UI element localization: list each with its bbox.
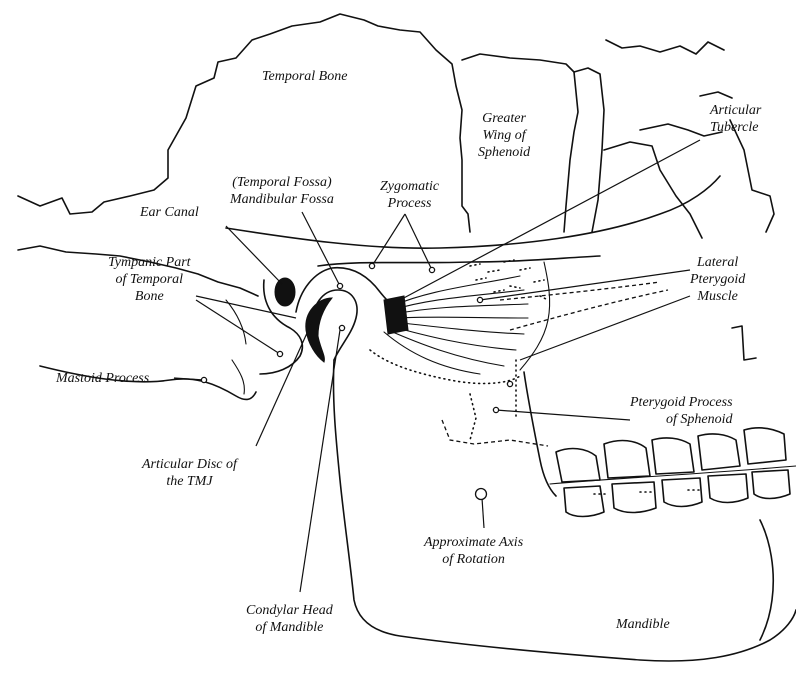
marker-zygomatic-b bbox=[429, 267, 434, 272]
label-temporal-bone: Temporal Bone bbox=[262, 68, 347, 85]
label-greater-wing: Greater Wing of Sphenoid bbox=[478, 110, 530, 161]
marker-tympanic bbox=[277, 351, 282, 356]
sphenoid-speckle bbox=[470, 260, 548, 300]
axis-of-rotation-marker bbox=[476, 489, 487, 500]
label-ear-canal: Ear Canal bbox=[140, 204, 199, 221]
label-pterygoid-process: Pterygoid Process of Sphenoid bbox=[630, 394, 733, 428]
label-mandibular-fossa: (Temporal Fossa) Mandibular Fossa bbox=[230, 174, 334, 208]
lateral-pterygoid-fibres bbox=[384, 276, 528, 374]
label-articular-disc: Articular Disc of the TMJ bbox=[142, 456, 237, 490]
articular-disc-shape bbox=[306, 298, 332, 362]
greater-wing-inner bbox=[574, 68, 604, 232]
zygoma-outline bbox=[604, 40, 732, 238]
mastoid-inner bbox=[226, 300, 246, 394]
teeth bbox=[550, 428, 796, 517]
label-tympanic-part: Tympanic Part of Temporal Bone bbox=[108, 254, 191, 305]
marker-fossa bbox=[337, 283, 342, 288]
marker-zygomatic-a bbox=[369, 263, 374, 268]
nasal-lower bbox=[732, 326, 756, 360]
nasal-fragment bbox=[730, 120, 774, 232]
label-zygomatic-process: Zygomatic Process bbox=[380, 178, 439, 212]
label-mastoid-process: Mastoid Process bbox=[56, 370, 149, 387]
label-articular-tubercle: Articular Tubercle bbox=[710, 102, 761, 136]
ear-canal-shape bbox=[275, 278, 295, 306]
label-axis-of-rotation: Approximate Axis of Rotation bbox=[424, 534, 523, 568]
chin-right bbox=[760, 520, 773, 640]
label-lateral-pterygoid: Lateral Pterygoid Muscle bbox=[690, 254, 745, 305]
zygomatic-arch-lower bbox=[318, 256, 600, 266]
ramus-anterior bbox=[524, 372, 556, 496]
marker-pterygoid-process bbox=[493, 407, 498, 412]
marker-pterygoid-b bbox=[507, 381, 512, 386]
marker-mastoid bbox=[201, 377, 206, 382]
label-mandible: Mandible bbox=[616, 616, 670, 633]
marker-pterygoid-a bbox=[477, 297, 482, 302]
marker-condyle bbox=[339, 325, 344, 330]
label-condylar-head: Condylar Head of Mandible bbox=[246, 602, 333, 636]
